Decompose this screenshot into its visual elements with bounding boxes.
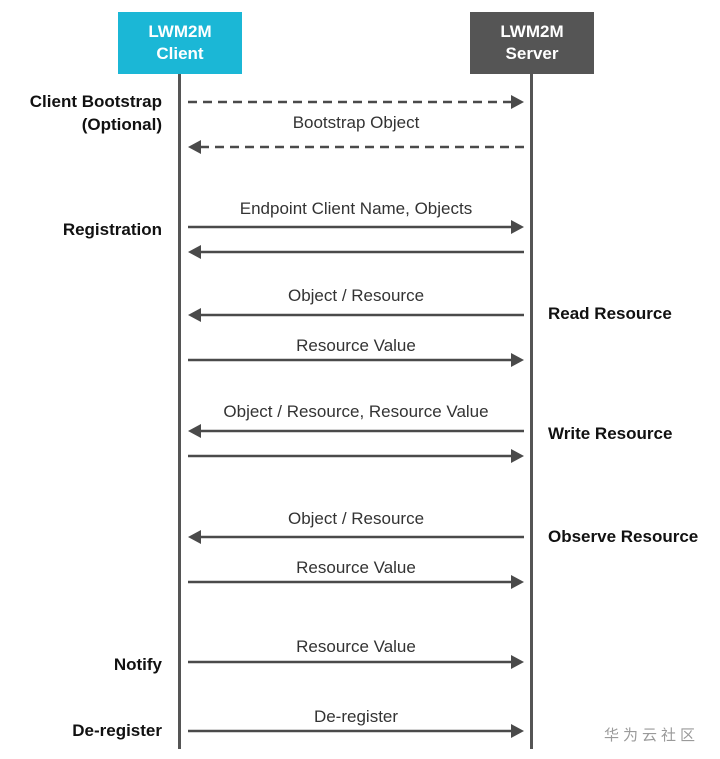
server-lifeline — [530, 74, 533, 749]
phase-client-bootstrap-line1: Client Bootstrap — [29, 92, 162, 111]
server-title-line1: LWM2M — [500, 22, 564, 41]
watermark: 华为云社区 — [604, 727, 700, 744]
message-arrow-2 — [188, 140, 524, 154]
message-label-observe-object-resource: Object / Resource — [287, 509, 425, 528]
message-arrow-6 — [188, 353, 524, 367]
message-arrow-10 — [188, 575, 524, 589]
client-lifeline — [178, 74, 181, 749]
message-arrow-8 — [188, 449, 524, 463]
phase-notify: Notify — [113, 655, 162, 674]
server-title-line2: Server — [505, 44, 559, 63]
client-title-line2: Client — [156, 44, 204, 63]
message-label-observe-resource-value: Resource Value — [296, 558, 416, 577]
message-arrow-7 — [188, 424, 524, 438]
phase-client-bootstrap: Client Bootstrap (Optional) — [30, 90, 162, 136]
phase-client-bootstrap-line2: (Optional) — [81, 115, 162, 134]
message-label-read-object-resource: Object / Resource — [287, 286, 425, 305]
message-arrow-9 — [188, 530, 524, 544]
message-label-write-object-resource-value: Object / Resource, Resource Value — [223, 402, 489, 421]
client-box: LWM2M Client — [118, 12, 242, 74]
phase-write-resource: Write Resource — [548, 424, 673, 443]
phase-registration: Registration — [62, 220, 162, 239]
message-arrow-3 — [188, 220, 524, 234]
message-label-de-register: De-register — [313, 707, 399, 726]
message-label-bootstrap-object: Bootstrap Object — [292, 113, 420, 132]
client-title-line1: LWM2M — [148, 22, 212, 41]
phase-observe-resource: Observe Resource — [548, 527, 699, 546]
phase-read-resource: Read Resource — [548, 304, 672, 323]
message-label-notify-resource-value: Resource Value — [296, 637, 416, 656]
phase-de-register: De-register — [72, 721, 162, 740]
server-box: LWM2M Server — [470, 12, 594, 74]
message-arrow-5 — [188, 308, 524, 322]
message-arrow-4 — [188, 245, 524, 259]
message-label-endpoint-client-name: Endpoint Client Name, Objects — [239, 199, 473, 218]
message-arrow-1 — [188, 95, 524, 109]
message-label-read-resource-value: Resource Value — [296, 336, 416, 355]
message-arrow-11 — [188, 655, 524, 669]
message-arrow-12 — [188, 724, 524, 738]
